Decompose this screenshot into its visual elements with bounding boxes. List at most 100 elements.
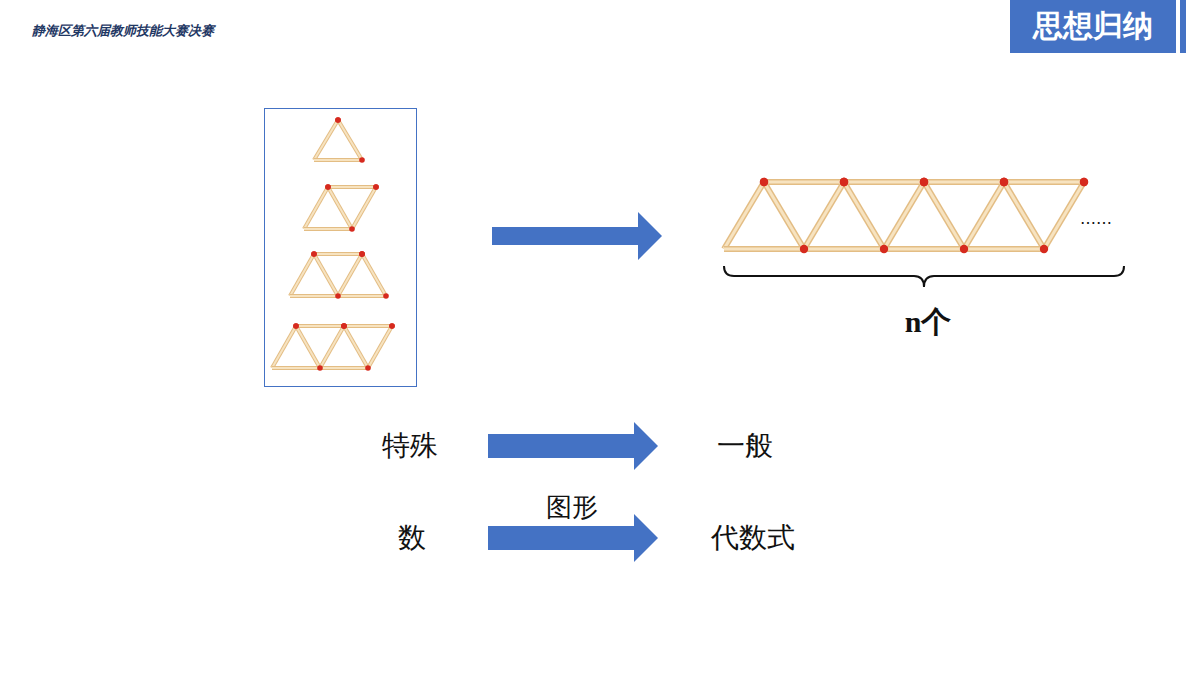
matchstick [924, 182, 1004, 183]
match-head [341, 323, 347, 329]
matchstick [352, 187, 376, 229]
stick-body [344, 324, 392, 328]
stick-body [296, 324, 344, 328]
stick-body [1004, 181, 1084, 184]
match-head [317, 365, 323, 371]
matchstick [314, 160, 362, 161]
match-head [1000, 178, 1008, 186]
count-label: n个 [905, 304, 952, 340]
stick-body [724, 246, 804, 252]
match-head [335, 293, 341, 299]
accent-bar [1180, 0, 1186, 53]
match-head [359, 251, 365, 257]
match-head [920, 178, 928, 186]
stick-body [314, 159, 362, 161]
stick-body [320, 367, 368, 369]
stick-body [924, 182, 964, 249]
match-head [359, 157, 365, 163]
stick-body [338, 120, 362, 160]
match-head [1000, 178, 1008, 186]
stick-body [362, 254, 386, 296]
stick-body [764, 181, 844, 184]
stick-body [338, 294, 386, 298]
stick-body [328, 187, 352, 229]
matchstick [320, 368, 368, 369]
stick-body [804, 246, 884, 252]
matchstick [338, 296, 386, 297]
stick-body [314, 158, 362, 162]
matchstick [290, 254, 314, 296]
stick-body [314, 254, 338, 296]
matchstick [844, 182, 924, 183]
stick-body [296, 326, 320, 368]
stick-body [924, 182, 964, 249]
stick-body [344, 326, 368, 368]
matchstick [272, 368, 320, 369]
matchstick [764, 182, 844, 183]
matchstick [328, 187, 376, 188]
stick-body [314, 120, 338, 160]
stick-body [328, 187, 352, 229]
matchstick [314, 254, 338, 296]
match-head [389, 323, 395, 329]
match-head [920, 178, 928, 186]
match-head [960, 245, 968, 253]
match-head [840, 178, 848, 186]
stick-body [1044, 182, 1084, 249]
match-head [389, 323, 395, 329]
match-head [373, 184, 379, 190]
stick-body [724, 182, 764, 249]
stick-body [844, 181, 924, 184]
stick-body [272, 326, 296, 368]
matchstick [314, 120, 338, 160]
stick-body [1004, 182, 1044, 249]
matchstick [296, 326, 320, 368]
stick-body [338, 120, 362, 160]
stick-body [884, 246, 964, 252]
matchstick [304, 229, 352, 230]
match-head [880, 245, 888, 253]
matchstick [724, 249, 804, 250]
stick-body [964, 246, 1044, 252]
match-head [359, 251, 365, 257]
matchstick [1044, 182, 1084, 249]
stick-body [764, 179, 844, 185]
stick-body [362, 254, 386, 296]
matchstick [344, 326, 368, 368]
matchstick [314, 254, 362, 255]
stick-body [724, 248, 804, 251]
stick-body [320, 326, 344, 368]
matchstick [304, 187, 328, 229]
concept-label: 代数式 [711, 521, 795, 555]
match-head [341, 323, 347, 329]
match-head [1080, 178, 1088, 186]
stick-body [884, 248, 964, 251]
stick-body [290, 295, 338, 297]
match-head [800, 245, 808, 253]
stick-body [272, 367, 320, 369]
block-arrow [492, 212, 662, 260]
match-head [840, 178, 848, 186]
stick-body [804, 182, 844, 249]
stick-body [304, 228, 352, 230]
stick-body [328, 186, 376, 188]
stick-body [314, 253, 362, 255]
matchstick [844, 182, 884, 249]
stick-body [296, 325, 344, 327]
match-head [1040, 245, 1048, 253]
match-head [293, 323, 299, 329]
match-head [1000, 178, 1008, 186]
stick-body [328, 185, 376, 189]
stick-body [314, 120, 338, 160]
concept-label: 特殊 [382, 429, 438, 463]
match-head [760, 178, 768, 186]
matchstick [964, 249, 1044, 250]
matchstick [1004, 182, 1044, 249]
stick-body [304, 227, 352, 231]
matchstick [724, 182, 764, 249]
matchstick [884, 249, 964, 250]
matchstick [964, 182, 1004, 249]
stick-body [314, 254, 338, 296]
stick-body [320, 366, 368, 370]
stick-body [338, 295, 386, 297]
